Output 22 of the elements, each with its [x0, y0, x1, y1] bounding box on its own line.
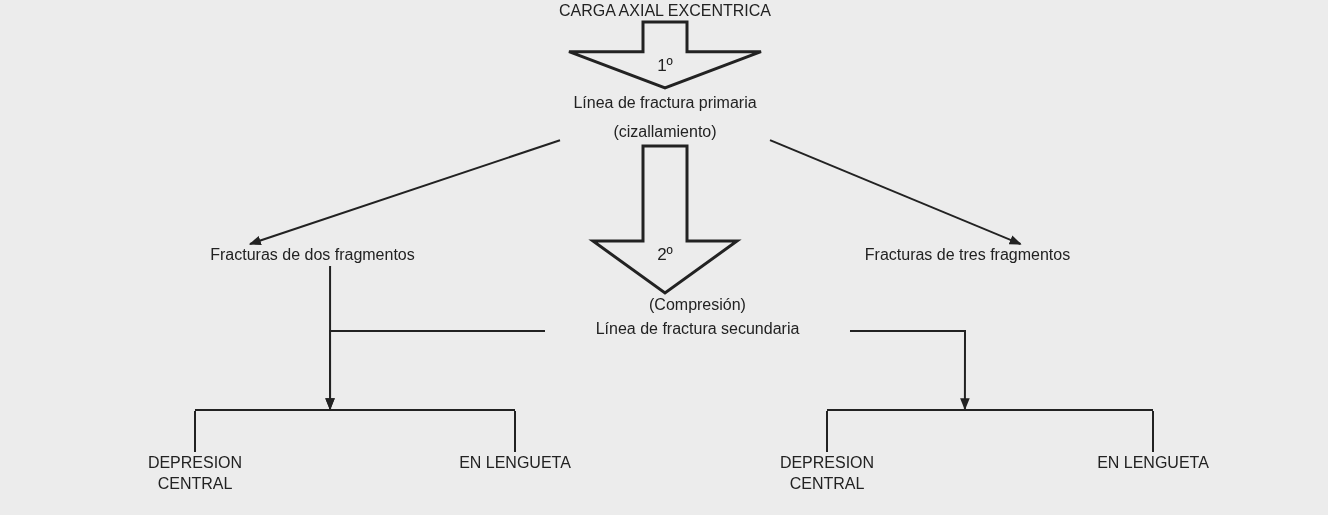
connector-line	[514, 410, 516, 453]
node-label: DEPRESION CENTRAL	[146, 453, 244, 494]
block-arrow	[588, 144, 742, 295]
node-label: Fracturas de dos fragmentos	[210, 245, 415, 265]
arrow	[248, 139, 561, 246]
edge-label: 2º	[656, 245, 674, 265]
connector-line	[194, 410, 196, 453]
arrow	[325, 329, 546, 411]
title-text: CARGA AXIAL EXCENTRICA	[559, 1, 771, 21]
block-arrow	[567, 20, 763, 90]
node-label: Fracturas de tres fragmentos	[864, 245, 1071, 265]
node-label: (Compresión)	[649, 295, 746, 315]
node-label: Línea de fractura secundaria	[595, 319, 800, 339]
arrow	[849, 329, 970, 411]
connector-line	[1152, 410, 1154, 453]
arrow	[769, 139, 1022, 245]
connector-line	[826, 410, 828, 453]
node-label: EN LENGUETA	[459, 453, 571, 473]
node-label: DEPRESION CENTRAL	[778, 453, 876, 494]
edge-label: 1º	[656, 55, 674, 76]
node-label: EN LENGUETA	[1097, 453, 1209, 473]
node-label: Línea de fractura primaria (cizallamiento)	[572, 93, 758, 142]
